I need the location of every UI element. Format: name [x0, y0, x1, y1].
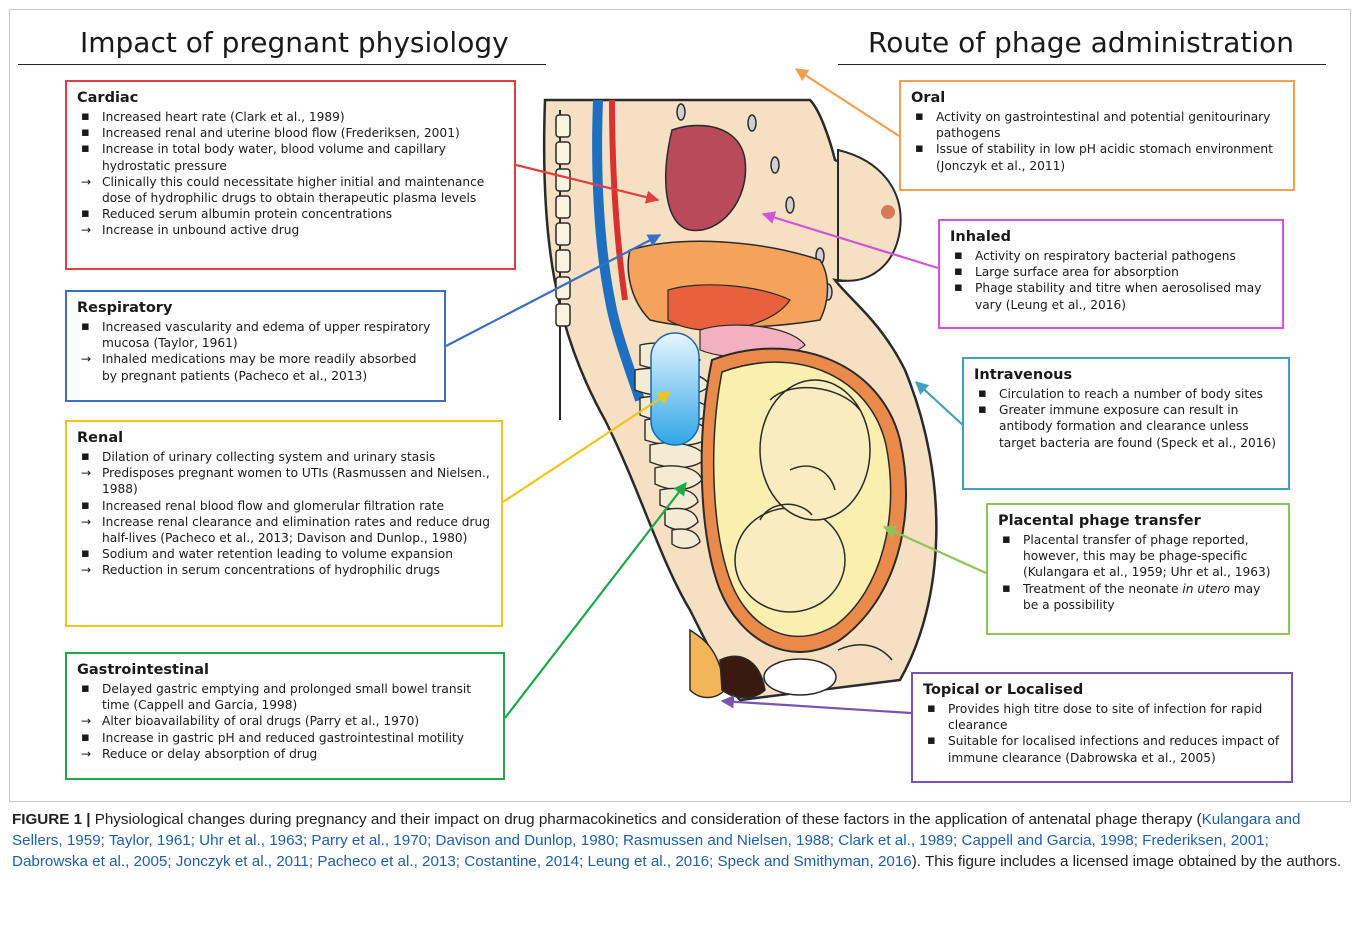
placental-list: Placental transfer of phage reported, ho…: [998, 532, 1278, 613]
renal-title: Renal: [77, 430, 491, 446]
list-item: Provides high titre dose to site of infe…: [923, 701, 1281, 733]
list-item: Activity on respiratory bacterial pathog…: [950, 248, 1272, 264]
placental-box: Placental phage transfer Placental trans…: [986, 503, 1290, 635]
topical-title: Topical or Localised: [923, 682, 1281, 698]
item-text: Treatment of the neonate: [1023, 582, 1182, 596]
list-item: Increase in gastric pH and reduced gastr…: [77, 730, 493, 746]
list-item: Increased renal and uterine blood flow (…: [77, 125, 504, 141]
intravenous-title: Intravenous: [974, 367, 1278, 383]
list-item: Increase in unbound active drug: [77, 222, 504, 238]
list-item: Increase in total body water, blood volu…: [77, 141, 504, 173]
inhaled-list: Activity on respiratory bacterial pathog…: [950, 248, 1272, 313]
list-item: Delayed gastric emptying and prolonged s…: [77, 681, 493, 713]
gastrointestinal-title: Gastrointestinal: [77, 662, 493, 678]
oral-list: Activity on gastrointestinal and potenti…: [911, 109, 1283, 174]
topical-list: Provides high titre dose to site of infe…: [923, 701, 1281, 766]
cardiac-title: Cardiac: [77, 90, 504, 106]
intravenous-list: Circulation to reach a number of body si…: [974, 386, 1278, 451]
caption-label: FIGURE 1 |: [12, 811, 91, 828]
list-item: Increase renal clearance and elimination…: [77, 514, 491, 546]
list-item: Issue of stability in low pH acidic stom…: [911, 141, 1283, 173]
renal-list: Dilation of urinary collecting system an…: [77, 449, 491, 579]
list-item: Increased renal blood flow and glomerula…: [77, 498, 491, 514]
topical-arrow: [722, 701, 911, 713]
list-item: Clinically this could necessitate higher…: [77, 174, 504, 206]
oral-box: Oral Activity on gastrointestinal and po…: [899, 80, 1295, 191]
respiratory-box: Respiratory Increased vascularity and ed…: [65, 290, 446, 402]
kidney: [651, 333, 699, 445]
list-item: Increased vascularity and edema of upper…: [77, 319, 434, 351]
list-item: Sodium and water retention leading to vo…: [77, 546, 491, 562]
cardiac-box: Cardiac Increased heart rate (Clark et a…: [65, 80, 516, 270]
list-item: Reduced serum albumin protein concentrat…: [77, 206, 504, 222]
intravenous-box: Intravenous Circulation to reach a numbe…: [962, 357, 1290, 490]
gastrointestinal-arrow: [505, 483, 686, 718]
list-item: Placental transfer of phage reported, ho…: [998, 532, 1278, 581]
list-item: Dilation of urinary collecting system an…: [77, 449, 491, 465]
list-item: Predisposes pregnant women to UTIs (Rasm…: [77, 465, 491, 497]
list-item: Activity on gastrointestinal and potenti…: [911, 109, 1283, 141]
gastrointestinal-list: Delayed gastric emptying and prolonged s…: [77, 681, 493, 762]
list-item: Reduce or delay absorption of drug: [77, 746, 493, 762]
caption-text: Physiological changes during pregnancy a…: [91, 811, 1202, 828]
list-item: Greater immune exposure can result in an…: [974, 402, 1278, 451]
list-item: Large surface area for absorption: [950, 264, 1272, 280]
list-item: Increased heart rate (Clark et al., 1989…: [77, 109, 504, 125]
cardiac-list: Increased heart rate (Clark et al., 1989…: [77, 109, 504, 239]
spine: [556, 110, 570, 420]
placental-title: Placental phage transfer: [998, 513, 1278, 529]
item-text-italic: in utero: [1182, 582, 1229, 596]
inhaled-box: Inhaled Activity on respiratory bacteria…: [938, 219, 1284, 329]
list-item: Inhaled medications may be more readily …: [77, 351, 434, 383]
respiratory-title: Respiratory: [77, 300, 434, 316]
list-item: Phage stability and titre when aerosolis…: [950, 280, 1272, 312]
inhaled-title: Inhaled: [950, 229, 1272, 245]
list-item: Alter bioavailability of oral drugs (Par…: [77, 713, 493, 729]
oral-title: Oral: [911, 90, 1283, 106]
gastrointestinal-box: Gastrointestinal Delayed gastric emptyin…: [65, 652, 505, 780]
list-item: Treatment of the neonate in utero may be…: [998, 581, 1278, 613]
topical-box: Topical or Localised Provides high titre…: [911, 672, 1293, 783]
list-item: Reduction in serum concentrations of hyd…: [77, 562, 491, 578]
respiratory-list: Increased vascularity and edema of upper…: [77, 319, 434, 384]
figure-caption: FIGURE 1 | Physiological changes during …: [12, 809, 1348, 872]
renal-box: Renal Dilation of urinary collecting sys…: [65, 420, 503, 627]
list-item: Circulation to reach a number of body si…: [974, 386, 1278, 402]
caption-text-end: ). This figure includes a licensed image…: [912, 853, 1341, 870]
list-item: Suitable for localised infections and re…: [923, 733, 1281, 765]
